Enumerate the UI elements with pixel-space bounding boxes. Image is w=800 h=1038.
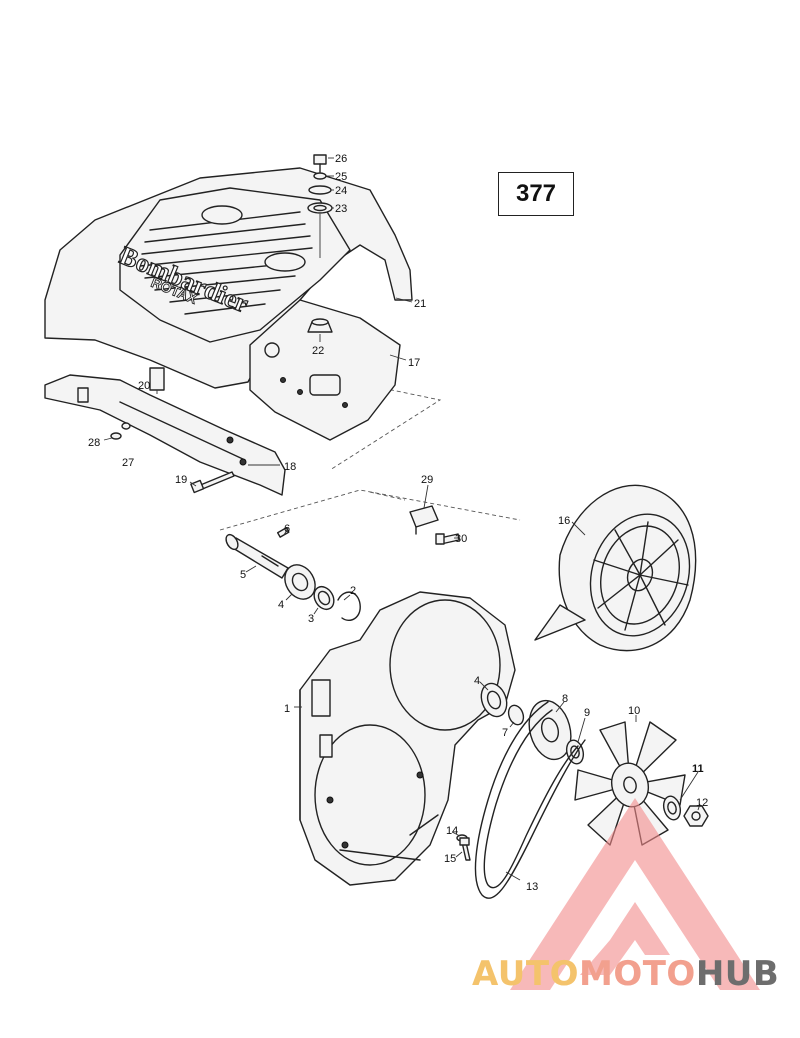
- fasteners-left: [110, 422, 235, 494]
- callout-2: 2: [350, 585, 356, 597]
- callout-11: 11: [692, 763, 704, 775]
- callout-4-lower: 4: [474, 675, 480, 687]
- callout-4-upper: 4: [278, 599, 284, 611]
- callout-13: 13: [526, 881, 538, 893]
- fan-shaft-assembly: [225, 527, 361, 622]
- callout-leaders: [103, 157, 701, 881]
- callout-17: 17: [408, 357, 420, 369]
- callout-9: 9: [584, 707, 590, 719]
- callout-30: 30: [455, 533, 467, 545]
- callout-3: 3: [308, 613, 314, 625]
- grommet: [307, 318, 333, 333]
- callout-1: 1: [284, 703, 290, 715]
- callout-28: 28: [88, 437, 100, 449]
- watermark-text: AUTOMOTOHUB: [472, 954, 798, 994]
- callout-6: 6: [284, 523, 290, 535]
- watermark-moto: MOTO: [578, 954, 696, 994]
- callout-8: 8: [562, 693, 568, 705]
- fan-housing-grille: [593, 521, 689, 631]
- mounting-clip: [409, 505, 460, 545]
- callout-7: 7: [502, 727, 508, 739]
- callout-27: 27: [122, 457, 134, 469]
- callout-5: 5: [240, 569, 246, 581]
- callout-19: 19: [175, 474, 187, 486]
- cover-bolt: [456, 834, 471, 861]
- fan-cover-housing: [299, 591, 516, 886]
- page-number-box: 377: [498, 172, 574, 216]
- callout-10: 10: [628, 705, 640, 717]
- cooling-fan: [574, 721, 686, 846]
- drive-bearing: [480, 682, 525, 726]
- fan-housing: [534, 484, 697, 652]
- watermark-auto: AUTO: [472, 954, 579, 994]
- fan-pulley: [528, 699, 585, 765]
- callout-21: 21: [414, 298, 426, 310]
- page-number: 377: [515, 180, 557, 207]
- callout-15: 15: [444, 853, 456, 865]
- callout-23: 23: [335, 203, 347, 215]
- callout-24: 24: [335, 185, 347, 197]
- callout-25: 25: [335, 171, 347, 183]
- callout-12: 12: [696, 797, 708, 809]
- callout-22: 22: [312, 345, 324, 357]
- air-deflector-assembly: [44, 367, 286, 496]
- callout-14: 14: [446, 825, 458, 837]
- callout-18: 18: [284, 461, 296, 473]
- callout-29: 29: [421, 474, 433, 486]
- callout-labels: 26 25 24 23 21 22 17 20 28 27 18 19 29 3…: [88, 153, 708, 893]
- callout-16: 16: [558, 515, 570, 527]
- callout-20: 20: [138, 380, 150, 392]
- watermark-hub: HUB: [695, 954, 780, 994]
- callout-26: 26: [335, 153, 347, 165]
